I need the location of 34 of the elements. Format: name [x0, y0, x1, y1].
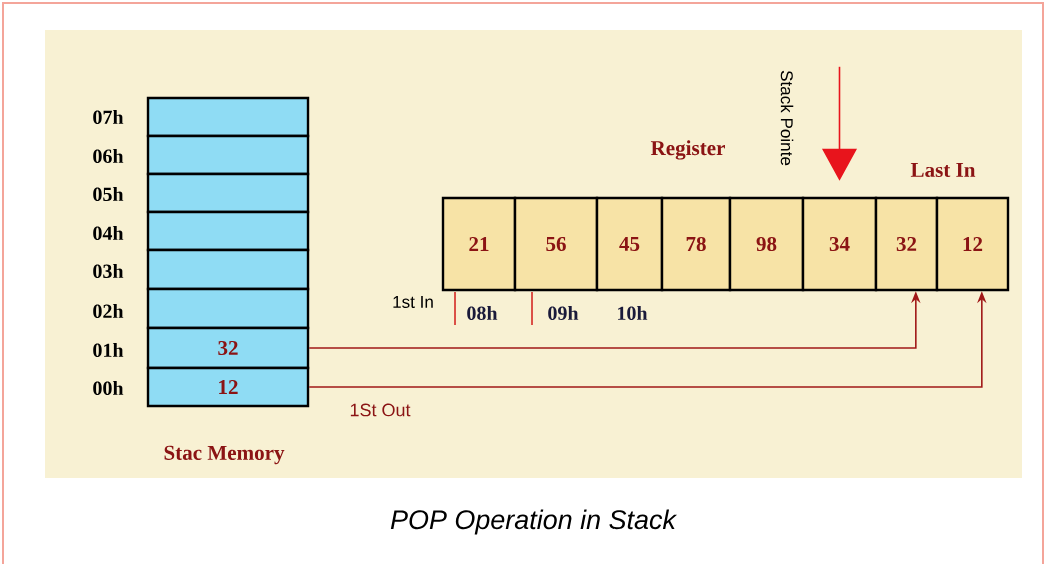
register-cell: 98: [728, 196, 805, 292]
memory-cell: [146, 96, 310, 138]
vertical-label: Stack Pointe: [780, 70, 794, 166]
memory-heading: Stac Memory: [164, 445, 285, 465]
register-cell: 21: [441, 196, 517, 292]
address-label: 00h: [93, 380, 124, 395]
register-cell: 32: [874, 196, 939, 292]
address-label: 02h: [93, 303, 124, 318]
address-label: 10h: [618, 305, 648, 320]
register-heading: Register: [650, 140, 725, 160]
address-label: 08h: [467, 305, 498, 320]
register-cell: 34: [801, 196, 878, 292]
register-cell: 56: [513, 196, 599, 292]
memory-cell: [146, 248, 310, 291]
first-in-label: 1st In: [393, 296, 433, 308]
memory-cell: [146, 210, 310, 252]
first-out-label: 1St Out: [350, 403, 411, 417]
register-cell: 12: [935, 196, 1010, 292]
memory-cell: [146, 134, 310, 176]
caption: POP Operation in Stack: [390, 509, 678, 535]
register-cell: 45: [595, 196, 664, 292]
memory-cell: [146, 287, 310, 330]
address-label: 04h: [93, 225, 124, 241]
memory-cell: 32: [146, 326, 310, 370]
last-in-label: Last In: [910, 163, 976, 177]
address-label: 09h: [548, 305, 579, 320]
address-label: 06h: [93, 148, 124, 164]
address-label: 03h: [93, 263, 124, 278]
address-label: 01h: [93, 342, 124, 357]
register-cell: 78: [660, 196, 732, 292]
address-label: 05h: [93, 186, 124, 202]
memory-cell: [146, 172, 310, 214]
address-label: 07h: [93, 110, 124, 125]
memory-cell: 12: [146, 366, 310, 408]
